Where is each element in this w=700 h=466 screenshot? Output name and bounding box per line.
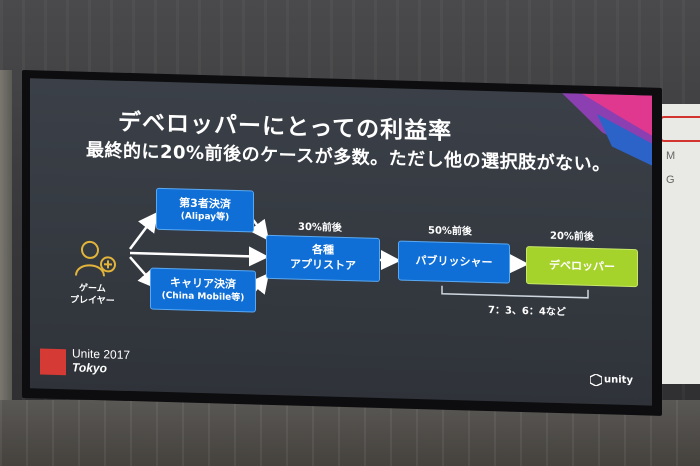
unite-logo-icon [40, 348, 66, 376]
sponsor-text-m: M [666, 150, 676, 162]
player-label: ゲーム プレイヤー [70, 283, 115, 307]
carrier-payment-box: キャリア決済 (China Mobile等) [150, 267, 256, 313]
store-share-label: 30%前後 [298, 221, 342, 234]
publisher-box: パブリッシャー [398, 240, 510, 284]
event-name: Unite 2017 Tokyo [72, 346, 131, 376]
developer-share-label: 20%前後 [550, 230, 594, 243]
left-pillar [0, 70, 12, 400]
split-ratio-note: 7：3、6：4など [488, 305, 566, 319]
player-icon [75, 240, 116, 277]
sponsor-text-g: G [666, 174, 675, 186]
unity-cube-icon [590, 373, 602, 387]
publisher-share-label: 50%前後 [428, 225, 472, 238]
slide: デベロッパーにとっての利益率 最終的に20%前後のケースが多数。ただし他の選択肢… [30, 78, 652, 406]
slide-corner-graphic [562, 93, 652, 166]
app-store-box: 各種 アプリストア [266, 234, 380, 282]
brand-label: unity [604, 374, 633, 387]
developer-box: デベロッパー [526, 246, 638, 288]
third-party-payment-box: 第3者決済 (Alipay等) [156, 187, 254, 233]
projection-screen: デベロッパーにとっての利益率 最終的に20%前後のケースが多数。ただし他の選択肢… [22, 70, 662, 416]
sponsor-logo [660, 116, 700, 142]
